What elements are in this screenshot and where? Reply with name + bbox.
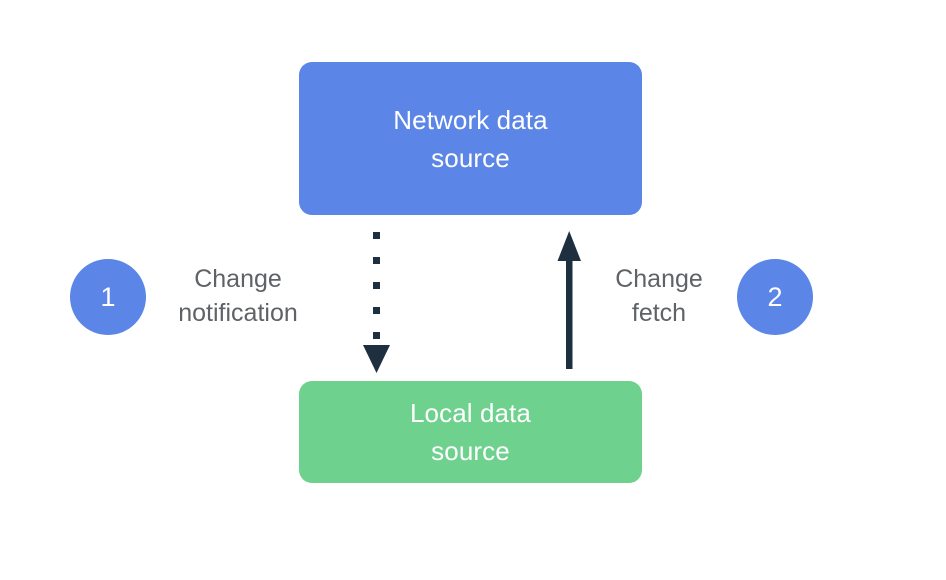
arrow-shaft (566, 256, 573, 369)
dotted-segment-3 (373, 282, 380, 289)
arrow-change-notification-dotted-down (363, 232, 390, 373)
node-network-data-source-label: Network data source (393, 104, 548, 173)
arrow-change-fetch-solid-up (557, 231, 581, 369)
node-network-data-source[interactable]: Network data source (299, 62, 642, 215)
dotted-segment-2 (373, 257, 380, 264)
step-badge-2-number: 2 (767, 281, 783, 312)
edge-label-change-notification: Change notification (178, 265, 298, 327)
step-badge-1-number: 1 (100, 281, 116, 312)
node-local-data-source-label: Local data source (410, 398, 531, 466)
node-local-data-source[interactable]: Local data source (299, 381, 642, 483)
dotted-segment-4 (373, 307, 380, 314)
dotted-segment-5 (373, 332, 380, 339)
arrowhead-down-icon (363, 345, 390, 373)
edge-label-change-fetch: Change fetch (615, 265, 703, 327)
arrowhead-up-icon (557, 231, 581, 261)
dotted-segment-1 (373, 232, 380, 239)
step-badge-1[interactable]: 1 (70, 259, 146, 335)
step-badge-2[interactable]: 2 (737, 259, 813, 335)
